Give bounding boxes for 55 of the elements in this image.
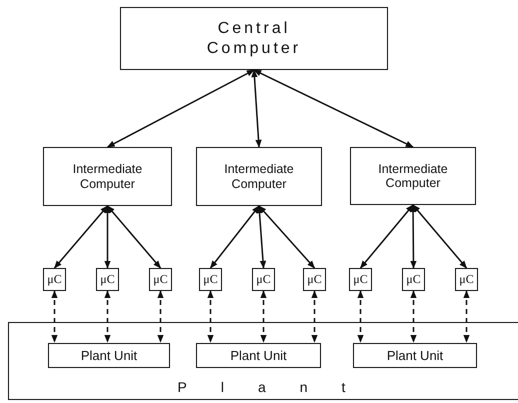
microcontroller-box [96, 268, 119, 291]
plant-region [8, 322, 518, 400]
node-label: Plant [178, 379, 380, 395]
microcontroller-box [252, 268, 275, 291]
plant-unit-box [353, 343, 477, 368]
dashed-arrow [51, 290, 58, 343]
dashed-arrow [104, 290, 111, 343]
microcontroller-box [199, 268, 222, 291]
dashed-arrow [157, 290, 164, 343]
microcontroller-box [455, 268, 478, 291]
arrow [256, 205, 266, 269]
node-label: μC [459, 272, 474, 287]
node-label: Intermediate Computer [377, 162, 449, 190]
arrow [360, 204, 414, 269]
arrow [106, 69, 255, 148]
dashed-arrow [311, 290, 318, 343]
computer-box [43, 147, 172, 206]
dashed-arrow [260, 290, 267, 343]
plant-unit-box [196, 343, 321, 368]
node-label: μC [307, 272, 322, 287]
node-label: Plant Unit [80, 348, 138, 363]
node-label: μC [406, 272, 421, 287]
microcontroller-box [43, 268, 66, 291]
node-label: μC [203, 272, 218, 287]
dashed-arrow [207, 290, 214, 343]
dashed-arrow [463, 290, 470, 343]
arrow [412, 204, 468, 269]
node-label: Central Computer [206, 19, 302, 58]
arrow [210, 205, 260, 269]
plant-unit-box [48, 343, 170, 368]
microcontroller-box [303, 268, 326, 291]
arrow [106, 205, 162, 269]
dashed-arrow [410, 290, 417, 343]
node-label: Plant Unit [230, 348, 287, 363]
arrow [410, 204, 417, 269]
arrow [258, 205, 316, 269]
microcontroller-box [149, 268, 172, 291]
computer-box [196, 147, 322, 206]
arrow [54, 205, 108, 269]
computer-box [350, 147, 476, 205]
node-label: Plant Unit [386, 348, 444, 363]
arrow [251, 69, 262, 148]
node-label: μC [256, 272, 271, 287]
node-label: μC [47, 272, 62, 287]
microcontroller-box [402, 268, 425, 291]
node-label: μC [100, 272, 115, 287]
arrow [253, 69, 414, 148]
node-label: μC [353, 272, 368, 287]
dashed-arrow [357, 290, 364, 343]
computer-box [120, 7, 388, 70]
node-label: Intermediate Computer [223, 162, 295, 191]
node-label: Intermediate Computer [72, 162, 144, 191]
arrow [104, 205, 111, 269]
node-label: μC [153, 272, 168, 287]
microcontroller-box [349, 268, 372, 291]
